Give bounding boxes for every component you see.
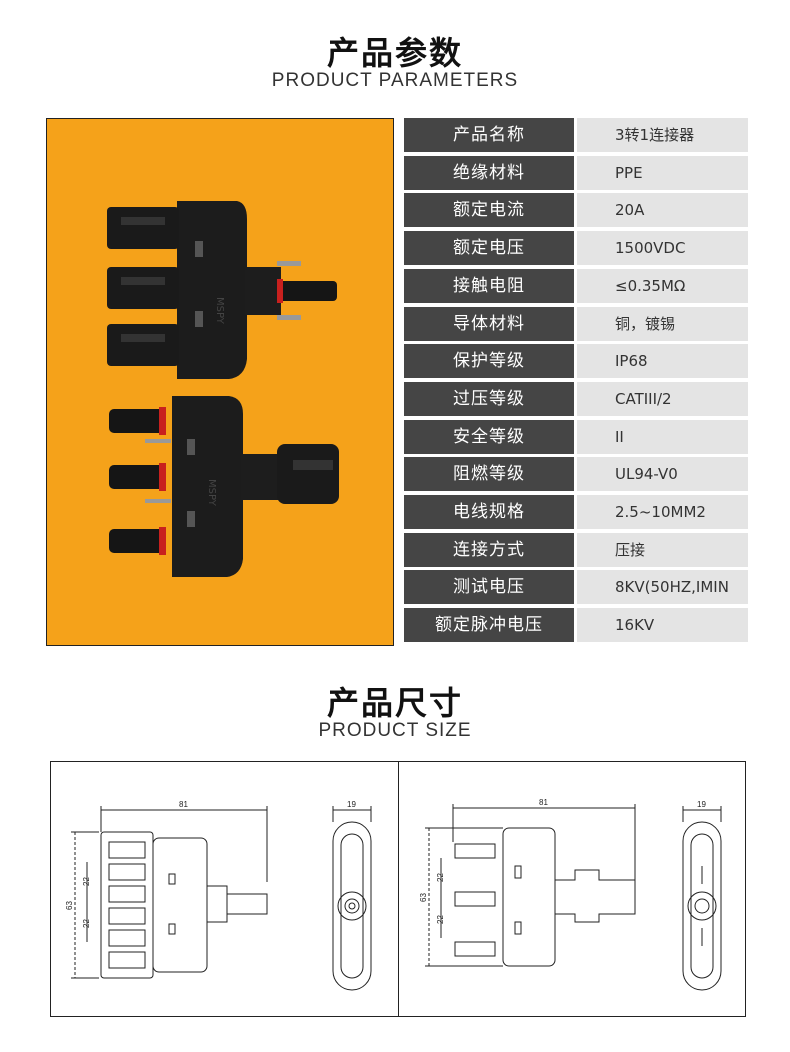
dim-height-label: 63 bbox=[65, 901, 74, 910]
parameter-label: 导体材料 bbox=[404, 306, 574, 341]
parameter-value: 铜，镀锡 bbox=[577, 306, 748, 341]
parameter-label: 额定脉冲电压 bbox=[404, 608, 574, 643]
parameter-value: 压接 bbox=[577, 532, 748, 567]
dim-pitch-bottom-label: 22 bbox=[436, 915, 445, 924]
parameter-label: 绝缘材料 bbox=[404, 155, 574, 190]
brand-mark-lower: MSPY bbox=[206, 479, 217, 507]
dim-length-label: 81 bbox=[179, 800, 188, 809]
parameter-row: 接触电阻≤0.35MΩ bbox=[404, 268, 748, 303]
parameter-label: 过压等级 bbox=[404, 381, 574, 416]
parameter-label: 接触电阻 bbox=[404, 268, 574, 303]
parameter-row: 导体材料铜，镀锡 bbox=[404, 306, 748, 341]
parameter-value: 3转1连接器 bbox=[577, 118, 748, 152]
parameter-value: ≤0.35MΩ bbox=[577, 268, 748, 303]
size-title-en: PRODUCT SIZE bbox=[318, 720, 472, 741]
parameter-value: IP68 bbox=[577, 344, 748, 379]
parameter-label: 额定电流 bbox=[404, 193, 574, 228]
parameter-row: 连接方式压接 bbox=[404, 532, 748, 567]
parameter-label: 安全等级 bbox=[404, 419, 574, 454]
dim-pitch-top-label: 22 bbox=[82, 877, 91, 886]
parameter-value: 2.5~10MM2 bbox=[577, 495, 748, 529]
parameter-value: II bbox=[577, 419, 748, 454]
lower-connector: MSPY bbox=[109, 396, 339, 577]
parameter-value: UL94-V0 bbox=[577, 457, 748, 492]
dim-side-width-label: 19 bbox=[697, 800, 706, 809]
drawing-female-connector: 81 19 63 22 22 bbox=[65, 800, 372, 991]
upper-connector: MSPY bbox=[107, 201, 337, 379]
dim-side-width-label: 19 bbox=[347, 800, 356, 809]
parameter-label: 电线规格 bbox=[404, 495, 574, 529]
parameters-title-cn: 产品参数 bbox=[326, 34, 463, 72]
dim-height-label: 63 bbox=[419, 893, 428, 902]
parameter-label: 产品名称 bbox=[404, 118, 574, 152]
dimension-drawings: 81 19 63 22 22 bbox=[50, 761, 746, 1017]
parameter-value: 8KV(50HZ,IMIN bbox=[577, 570, 748, 605]
parameter-value: 16KV bbox=[577, 608, 748, 643]
parameter-label: 保护等级 bbox=[404, 344, 574, 379]
connector-photo-illustration: MSPY MSPY bbox=[107, 201, 339, 577]
dim-pitch-top-label: 22 bbox=[436, 873, 445, 882]
dim-pitch-bottom-label: 22 bbox=[82, 919, 91, 928]
product-photo: MSPY MSPY bbox=[46, 118, 394, 646]
parameter-label: 阻燃等级 bbox=[404, 457, 574, 492]
brand-mark-upper: MSPY bbox=[214, 297, 225, 325]
parameter-label: 测试电压 bbox=[404, 570, 574, 605]
drawing-male-connector: 81 19 63 22 22 bbox=[419, 798, 722, 991]
parameter-value: PPE bbox=[577, 155, 748, 190]
parameter-value: 1500VDC bbox=[577, 231, 748, 266]
parameter-label: 额定电压 bbox=[404, 231, 574, 266]
parameter-value: 20A bbox=[577, 193, 748, 228]
drawing-divider bbox=[398, 762, 399, 1016]
size-title-cn: 产品尺寸 bbox=[326, 684, 463, 722]
parameter-value: CATIII/2 bbox=[577, 381, 748, 416]
parameter-label: 连接方式 bbox=[404, 532, 574, 567]
dim-length-label: 81 bbox=[539, 798, 548, 807]
parameters-title-en: PRODUCT PARAMETERS bbox=[271, 70, 519, 91]
